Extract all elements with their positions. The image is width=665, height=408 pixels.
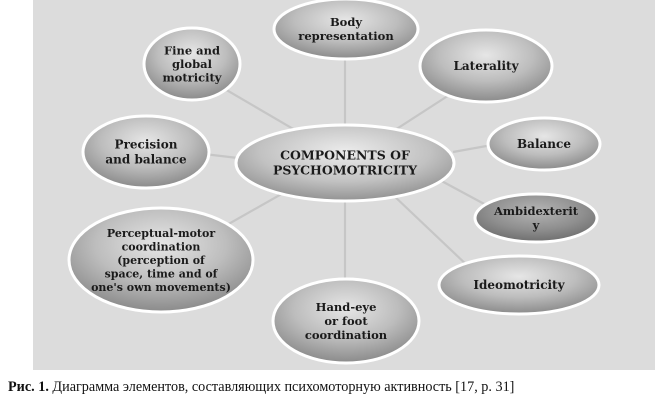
figure-caption-prefix: Рис. 1. [8,379,49,395]
figure-caption-text: Диаграмма элементов, составляющих психом… [48,379,515,395]
node-ideomotricity: Ideomotricity [437,254,601,316]
node-balance: Balance [486,116,602,172]
laterality-label: Laterality [453,59,519,73]
connector-balance [452,143,493,154]
connector-ambidexterity [435,177,489,207]
figure-caption: Рис. 1. Диаграмма элементов, составляющи… [8,379,663,396]
connector-ideomotricity [391,193,471,269]
connector-fine-global-motricity [217,84,296,131]
balance-label: Balance [517,137,571,151]
ideomotricity-label: Ideomotricity [473,278,565,292]
node-laterality: Laterality [418,28,554,104]
